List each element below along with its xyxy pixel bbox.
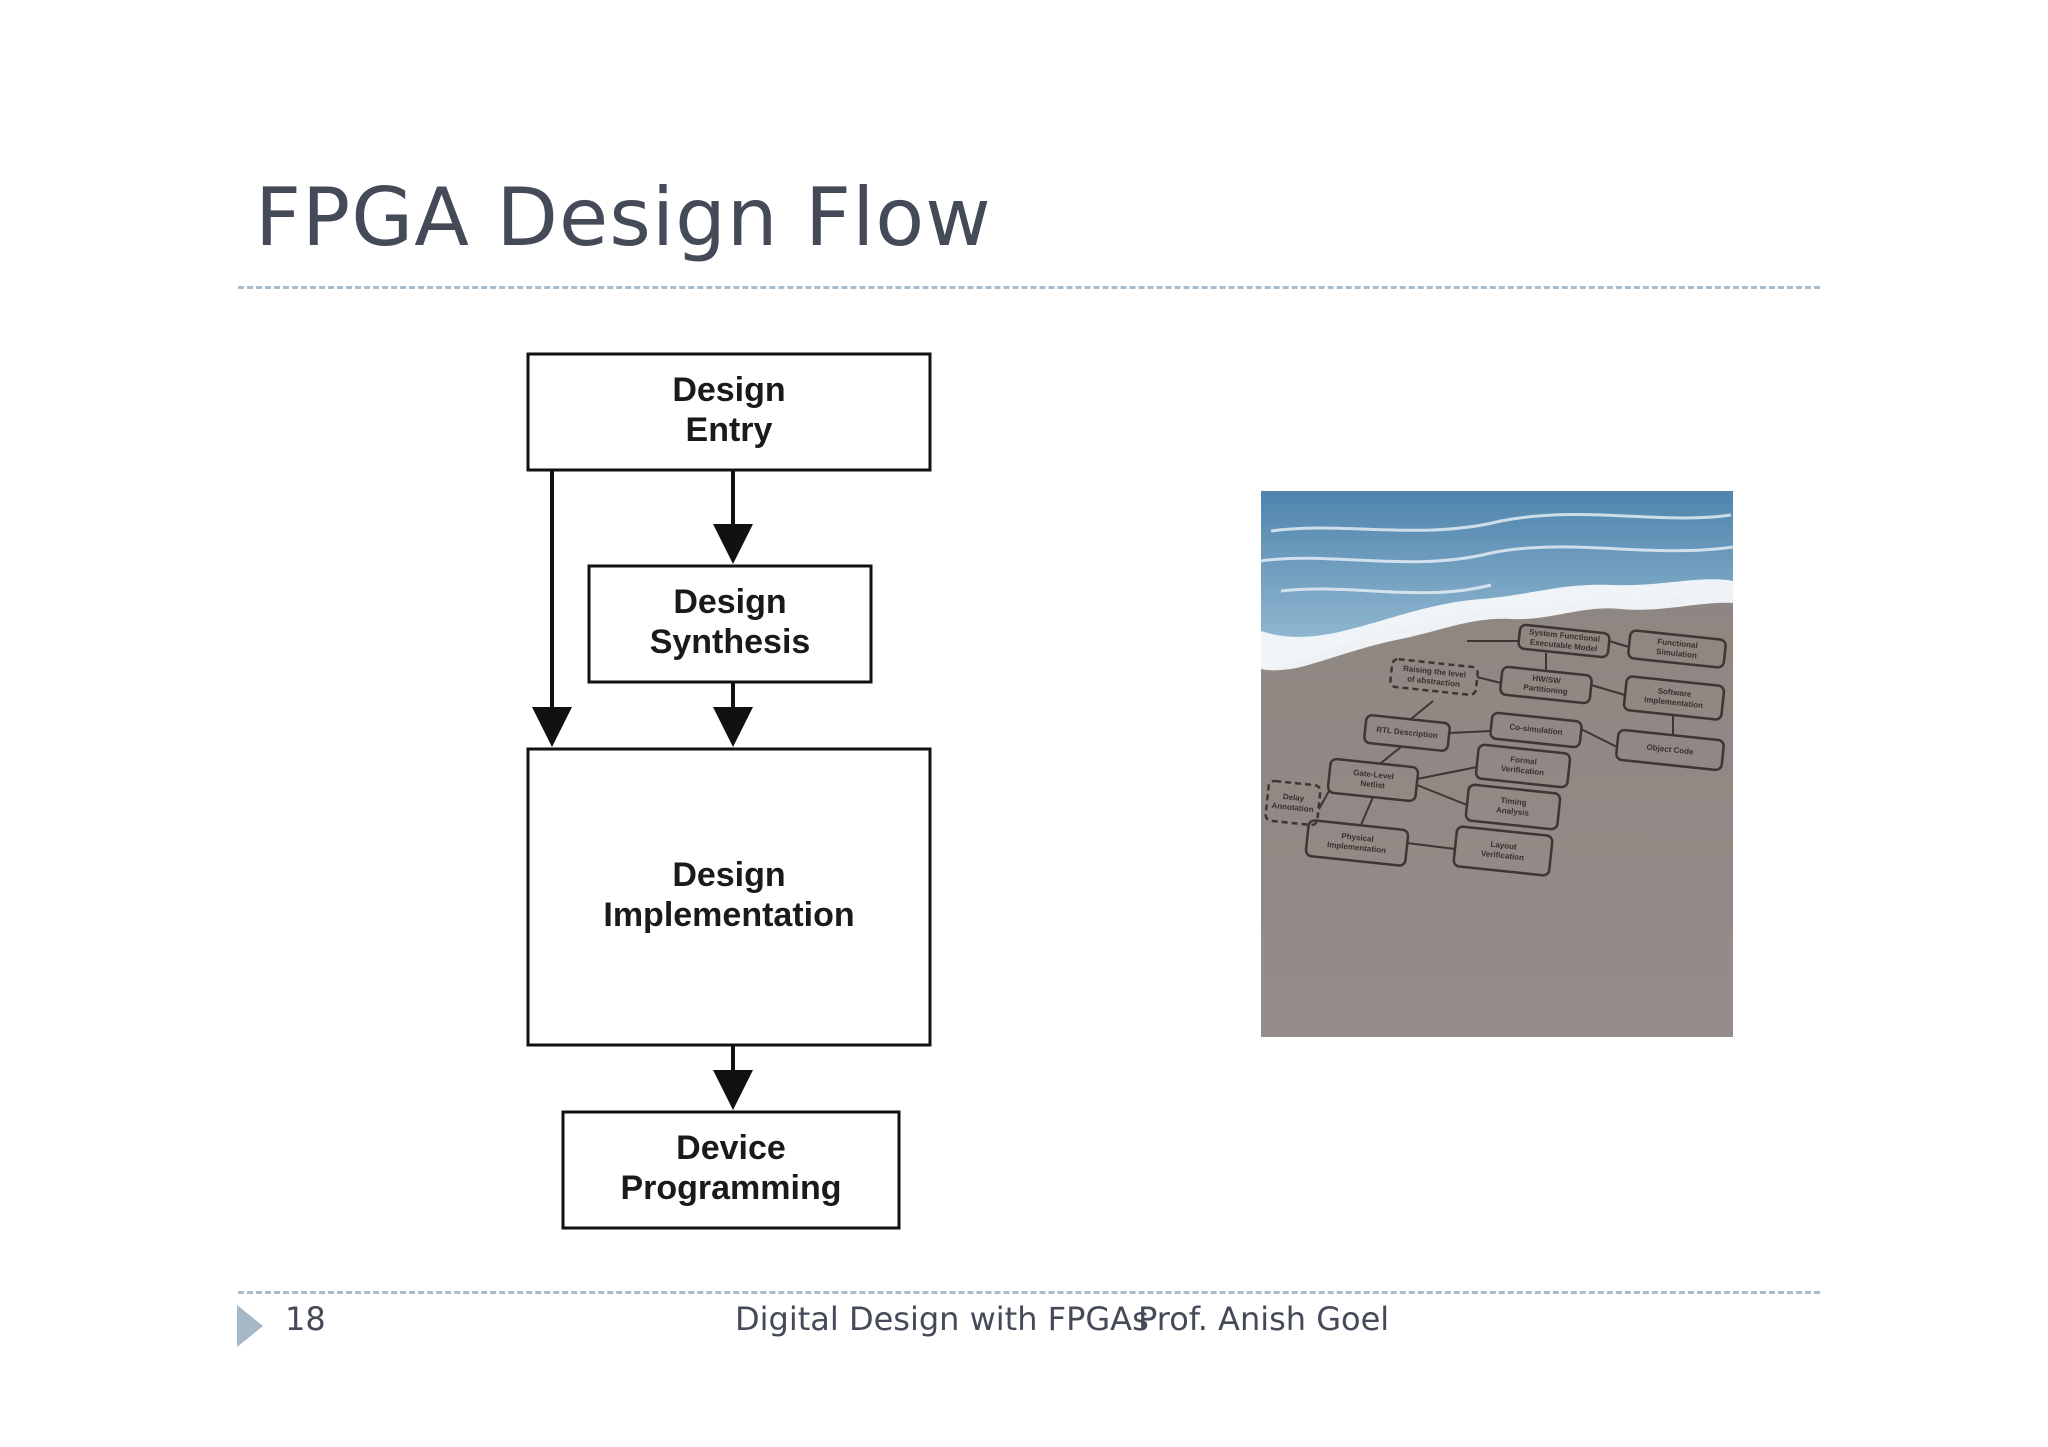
sand-connector (1580, 728, 1618, 748)
flow-node-label: Design (672, 856, 785, 894)
sand-node-box (1499, 665, 1593, 705)
sand-connector (1448, 730, 1492, 734)
flow-node-label: Implementation (603, 896, 854, 934)
sand-node-box (1474, 743, 1572, 789)
sand-node-label: Formal (1510, 755, 1537, 767)
flow-node-label: Design (672, 371, 785, 409)
flow-node-box (526, 747, 932, 1047)
flow-node-label: Device (676, 1129, 786, 1167)
title-divider (238, 286, 1820, 289)
sand-node-box (1627, 629, 1727, 669)
sand-node-box (1264, 779, 1322, 827)
sand-node-box (1452, 825, 1554, 877)
sand-connector (1608, 640, 1630, 648)
flow-node-label: Entry (686, 411, 773, 449)
flow-node-box (587, 564, 873, 684)
sand-node-label: Annotation (1271, 801, 1314, 814)
flow-node-box (526, 352, 932, 472)
wave-foam-streaks (1261, 513, 1733, 595)
sand-connector (1406, 842, 1456, 850)
course-title: Digital Design with FPGAs (735, 1300, 1149, 1338)
sand-node-box (1517, 623, 1611, 659)
sand-connector (1318, 790, 1330, 810)
sand-connector (1410, 700, 1434, 720)
sand-connector (1360, 796, 1374, 826)
flow-node-label: Programming (620, 1169, 841, 1207)
flow-node-label: Design (673, 583, 786, 621)
sand-node-label: Gate-Level (1353, 768, 1395, 781)
sand-node-box (1489, 711, 1583, 749)
sand-node-label: Timing (1500, 796, 1527, 808)
sand-node-label: Delay (1282, 792, 1305, 803)
sand-node-box (1464, 783, 1562, 831)
sand-node-label: Netlist (1360, 779, 1386, 791)
flow-node-label: Synthesis (650, 623, 811, 661)
sand-node-label: Functional (1657, 637, 1698, 650)
sand-node-label: Physical (1341, 831, 1374, 843)
fpga-flow-diagram: DesignEntryDesignSynthesisDesignImplemen… (526, 352, 932, 1230)
sand-connector (1416, 766, 1478, 780)
sand-node-label: Layout (1490, 840, 1517, 852)
sand-node-box (1326, 757, 1420, 803)
sand-node-box (1622, 675, 1726, 721)
sand-connector (1380, 746, 1402, 764)
sand-connector (1416, 784, 1468, 806)
sand-node-box (1304, 819, 1410, 867)
page-number: 18 (285, 1300, 326, 1338)
sand-node-label: Simulation (1656, 647, 1698, 660)
slide-title: FPGA Design Flow (255, 171, 992, 264)
footer-arrow-icon (237, 1305, 263, 1347)
sand-node-label: HW/SW (1532, 674, 1562, 686)
sand-connector (1590, 684, 1626, 696)
sand-node-label: Software (1657, 686, 1692, 699)
sand-node-label: Analysis (1496, 805, 1530, 817)
sand-node-label: Verification (1481, 849, 1525, 862)
flow-node-box (561, 1110, 901, 1230)
author-name: Prof. Anish Goel (1138, 1300, 1390, 1338)
sand-node-label: Verification (1501, 764, 1545, 777)
sand-connector (1476, 676, 1502, 684)
sand-node-box (1615, 728, 1725, 772)
sand-node-box (1363, 714, 1451, 752)
sand-node-box (1389, 657, 1479, 697)
wave-foam (1261, 579, 1733, 671)
footer-divider (238, 1291, 1820, 1294)
